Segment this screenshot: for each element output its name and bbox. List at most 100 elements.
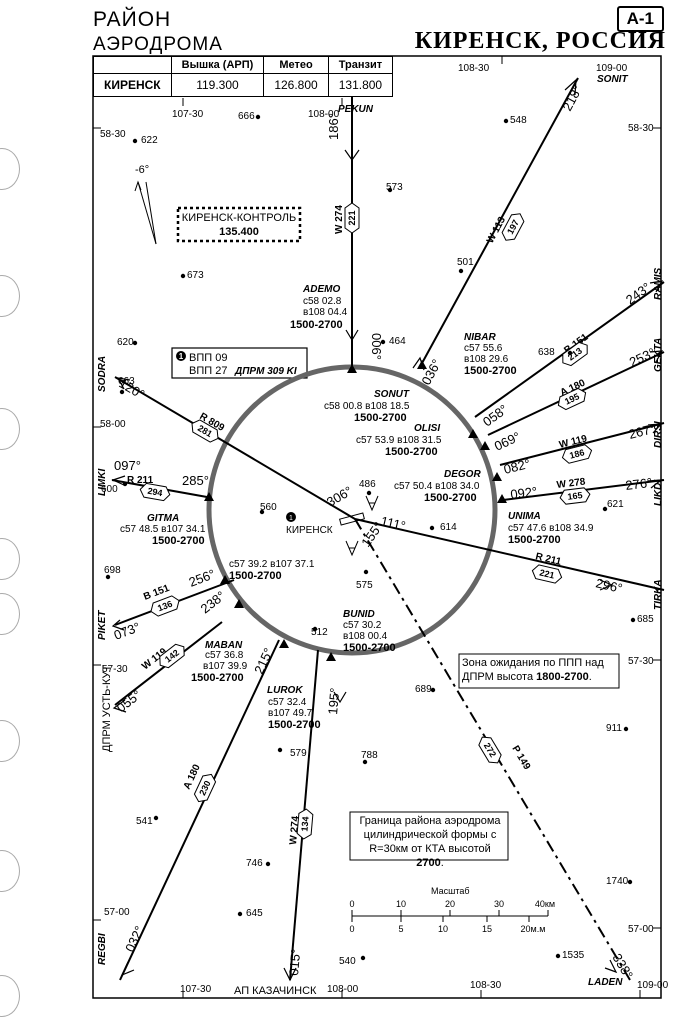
lat-label-57-00-l: 57-00	[104, 907, 130, 918]
elevation-label: 541	[136, 816, 153, 827]
magvar-indicator	[134, 180, 157, 245]
frequency-table: Вышка (АРП) Метео Транзит КИРЕНСК 119.30…	[93, 56, 394, 97]
bearing-082: 082°	[502, 456, 532, 477]
bearing-296: 296°	[594, 575, 624, 596]
runway-info-box	[171, 347, 308, 379]
elevation-label: 621	[607, 499, 624, 510]
waypoint-gekta: GEKTA	[653, 338, 664, 372]
distance-134: 134	[299, 816, 310, 832]
elevation-label: 622	[141, 135, 158, 146]
fix-unima-coords: с57 47.6 в108 34.9	[508, 523, 594, 534]
elevation-dot	[180, 273, 186, 279]
runway-09: ВПП 09	[189, 352, 227, 364]
fix-lurok-lat: с57 32.4	[268, 697, 307, 708]
elevation-dot	[567, 350, 573, 356]
elevation-label: 1535	[562, 950, 585, 961]
waypoint-sonit: SONIT	[597, 74, 628, 85]
fix-ademo-alt: 1500-2700	[290, 319, 343, 331]
scale-km-40: 40км	[535, 899, 555, 909]
freq-tower: 119.300	[170, 73, 265, 97]
fix-ademo-lat: с58 02.8	[303, 296, 342, 307]
bearing-306: 306°	[324, 483, 355, 509]
airport-name: КИРЕНСК	[286, 525, 333, 536]
holding-note-text: Зона ожидания по ППП над ДПРМ высота	[462, 657, 604, 683]
distance-221-n: 221	[347, 210, 357, 225]
airway-w274-n: W 274	[334, 205, 345, 234]
fix-gitma-alt: 1500-2700	[152, 535, 205, 547]
elevation-dot	[259, 509, 265, 515]
route-arrows	[111, 78, 664, 982]
lon-label-109-00-top: 109-00	[596, 63, 628, 74]
boundary-note-alt: 2700	[416, 857, 441, 869]
control-freq: 135.400	[219, 226, 259, 238]
area-title-line1: РАЙОН	[93, 8, 172, 31]
kazachinsk-label: АП КАЗАЧИНСК	[234, 985, 317, 997]
elevation-label: 579	[290, 748, 307, 759]
elevation-dot	[627, 879, 633, 885]
waypoint-sodra: SODRA	[97, 356, 108, 392]
elevation-label: 614	[440, 522, 457, 533]
elevation-dot	[119, 389, 125, 395]
scale-nm-0: 0	[349, 924, 354, 934]
freq-header-tower: Вышка (АРП)	[170, 56, 265, 74]
bearing-215: 215°	[251, 646, 276, 677]
elevation-label: 501	[457, 257, 474, 268]
scale-nm-5: 5	[398, 924, 403, 934]
elevation-label: 573	[386, 182, 403, 193]
fix-bunid-alt: 1500-2700	[343, 642, 396, 654]
airport-number-badge	[176, 351, 186, 361]
airport-number: 1	[289, 515, 293, 522]
elevation-label: 673	[187, 270, 204, 281]
elevation-label: 638	[538, 347, 555, 358]
control-freq-box	[176, 206, 302, 243]
distance-hexagons: 221 197 213 195 186 165 221 281 294 136 …	[139, 202, 593, 840]
elevation-dot	[237, 911, 243, 917]
airway-w278: W 278	[556, 476, 586, 490]
elevation-label: 620	[117, 337, 134, 348]
fix-lurok-alt: 1500-2700	[268, 719, 321, 731]
fix-unima-alt: 1500-2700	[508, 534, 561, 546]
boundary-note-end: .	[440, 857, 444, 869]
scale-km-20: 20	[445, 899, 455, 909]
elevation-label: 464	[389, 336, 406, 347]
fix-unima-name: UNIMA	[508, 511, 541, 522]
freq-row-name: КИРЕНСК	[93, 73, 172, 97]
fix-unnamed-coords: с57 39.2 в107 37.1	[229, 559, 315, 570]
lat-label-58-00-l: 58-00	[100, 419, 126, 430]
elevation-dot	[429, 525, 435, 531]
fix-gitma-coords: с57 48.5 в107 34.1	[120, 524, 206, 535]
elevation-label: 575	[356, 580, 373, 591]
fix-degor-name: DEGOR	[444, 469, 481, 480]
fix-sonut-coords: с58 00.8 в108 18.5	[324, 401, 410, 412]
bearing-097: 097°	[114, 458, 141, 473]
bearing-243: 243°	[623, 279, 654, 307]
elevation-dot	[623, 726, 629, 732]
elevation-dot	[312, 626, 318, 632]
bearing-186: 186°	[326, 113, 341, 140]
lat-label-57-30-r: 57-30	[628, 656, 654, 667]
freq-header-transit: Транзит	[327, 56, 394, 74]
elevation-label: 666	[238, 111, 255, 122]
lon-label-108-00-top: 108-00	[308, 109, 340, 120]
fix-degor-coords: с57 50.4 в108 34.0	[394, 481, 480, 492]
elevation-dot	[122, 481, 128, 487]
waypoint-ramis: RAMIS	[653, 267, 664, 300]
distance-294: 294	[147, 486, 164, 498]
airway-p149: P 149	[509, 744, 532, 772]
boundary-note-text: Граница района аэродрома цилиндрической …	[359, 815, 501, 855]
fix-lurok-lon: в107 49.7	[268, 708, 313, 719]
holding-note-end: .	[588, 671, 592, 683]
elevation-dot	[105, 574, 111, 580]
fix-ademo-lon: в108 04.4	[303, 307, 348, 318]
lon-label-108-30-bot: 108-30	[470, 980, 502, 991]
runway-27: ВПП 27	[189, 365, 227, 377]
fix-nibar-alt: 1500-2700	[464, 365, 517, 377]
elevation-label: 685	[637, 614, 654, 625]
city-title: КИРЕНСК, РОССИЯ	[414, 28, 666, 54]
distance-186: 186	[568, 447, 585, 460]
lon-label-107-30-top: 107-30	[172, 109, 204, 120]
runway-ndb: ДПРМ 309 KI	[234, 366, 297, 377]
elevation-dot	[630, 617, 636, 623]
waypoint-pekun: PEKUN	[338, 104, 374, 115]
